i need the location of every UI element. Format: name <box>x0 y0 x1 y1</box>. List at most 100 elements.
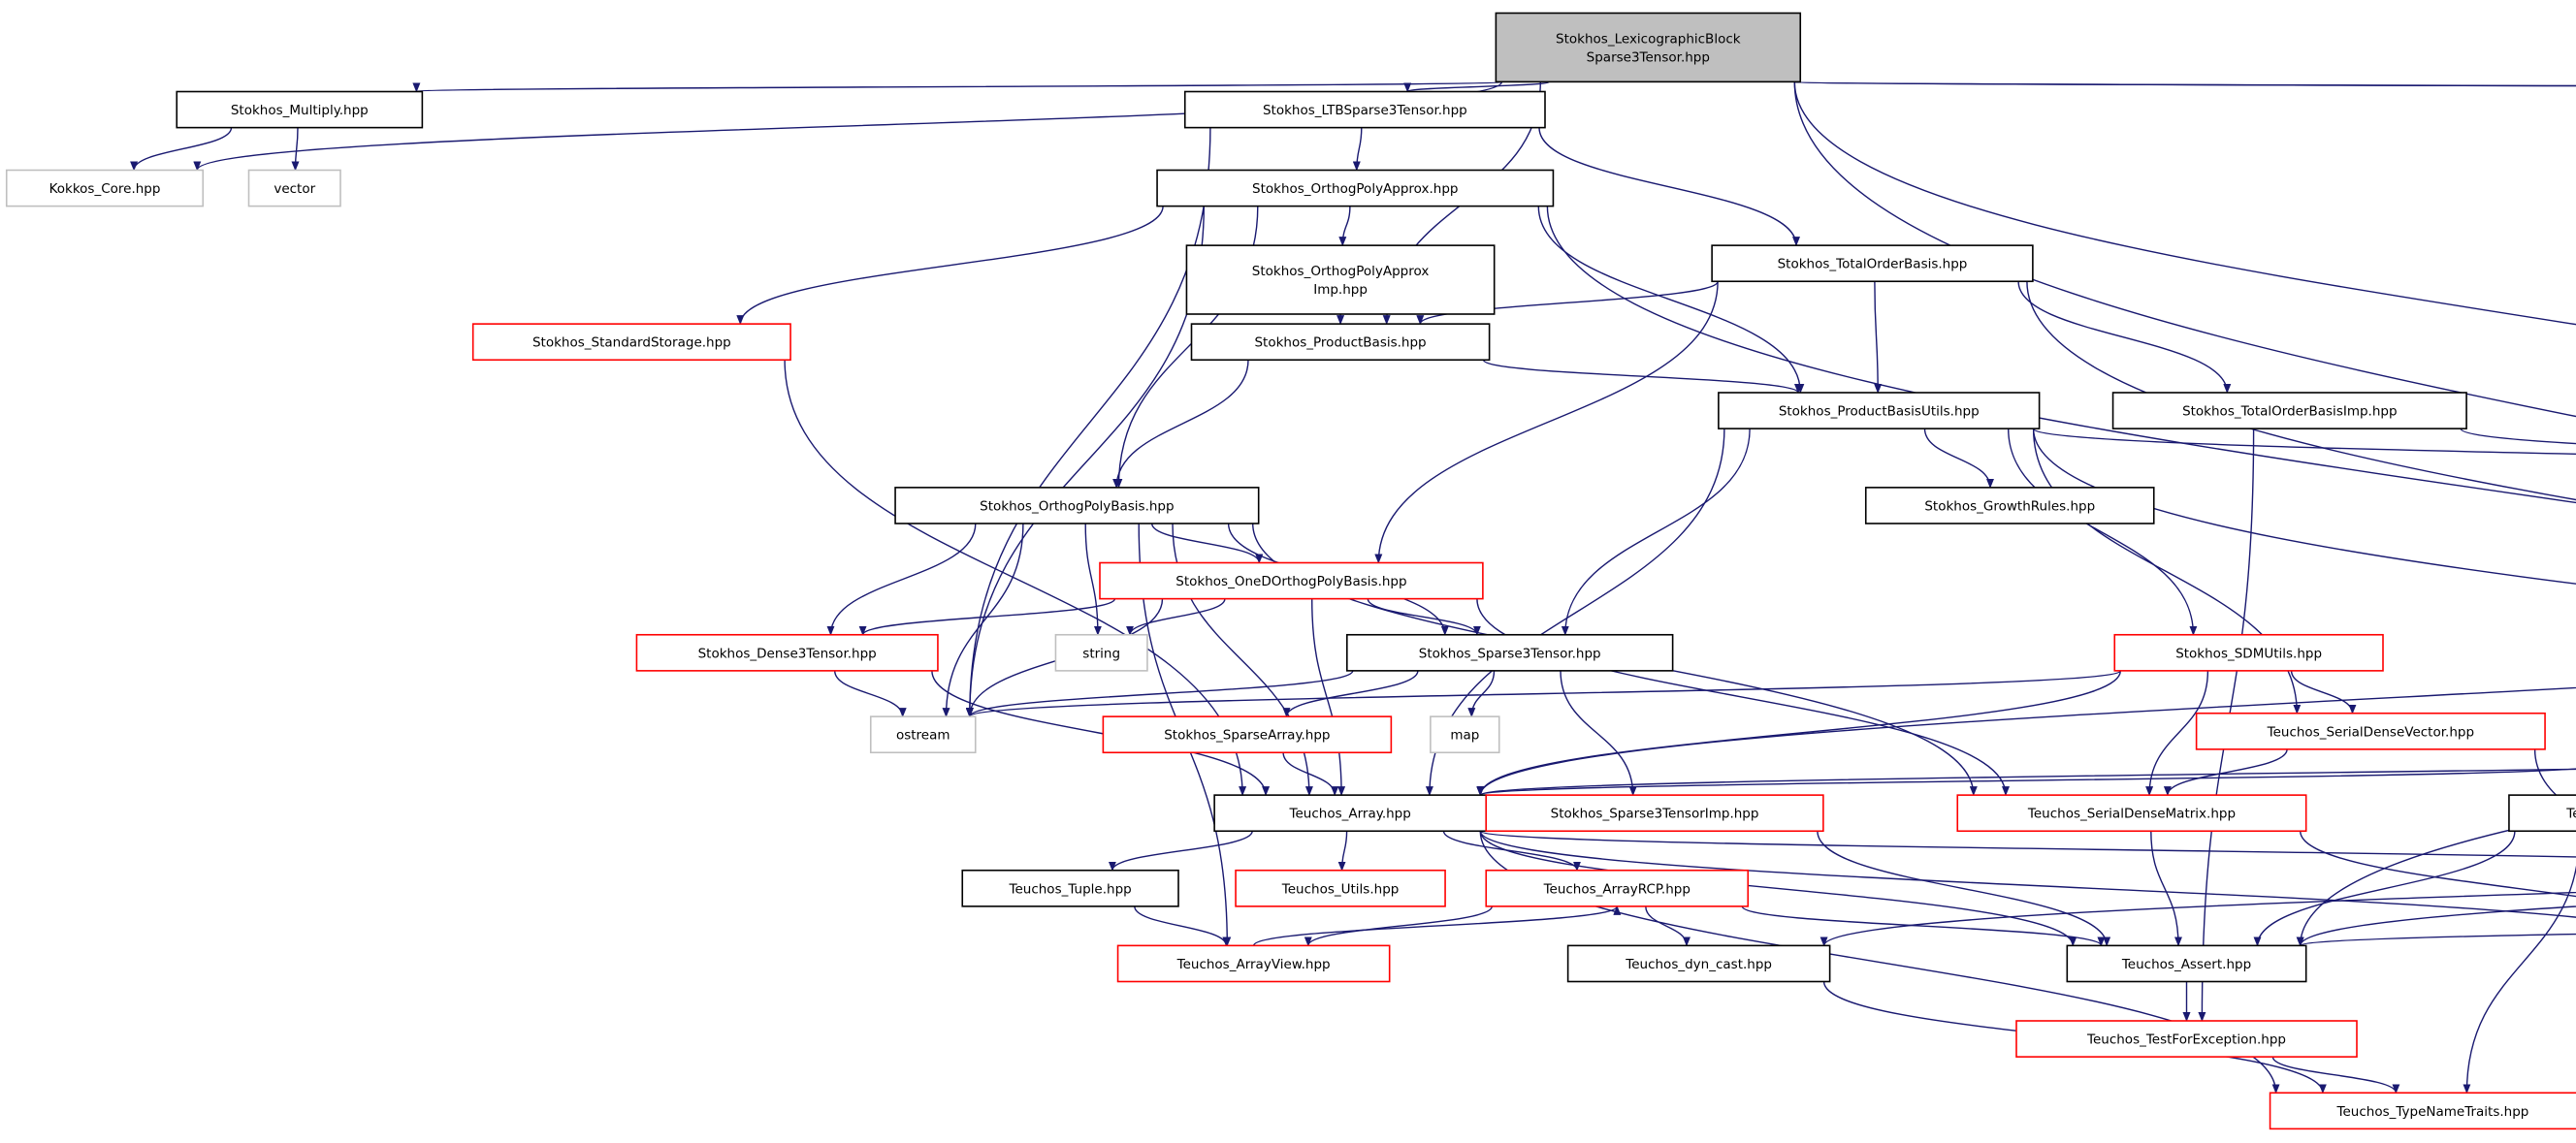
edge-sparse3-to-sparsearr <box>1282 670 1419 718</box>
edge-tob-to-oned <box>1374 281 1719 564</box>
edge-ltb-to-opa <box>1352 127 1363 172</box>
edge-rcp-to-assert <box>2296 905 2576 947</box>
edge-sdmutils-to-ostream <box>966 670 2121 718</box>
node-utils-label: Teuchos_Utils.hpp <box>1281 881 1400 897</box>
node-opaimp-label: Stokhos_OrthogPolyApprox <box>1252 264 1430 279</box>
node-oned[interactable]: Stokhos_OneDOrthogPolyBasis.hpp <box>1099 561 1484 600</box>
node-dense3[interactable]: Stokhos_Dense3Tensor.hpp <box>635 633 939 672</box>
edge-dense3-to-ostream <box>834 670 907 718</box>
node-array[interactable]: Teuchos_Array.hpp <box>1213 794 1488 833</box>
node-arrview-box <box>1116 944 1391 983</box>
edge-rcp-to-dyncast <box>1819 891 2576 947</box>
node-stdstor-label: Stokhos_StandardStorage.hpp <box>532 335 731 351</box>
node-kokkos[interactable]: Kokkos_Core.hpp <box>5 169 205 207</box>
node-sparsearr-box <box>1102 715 1393 754</box>
node-ostream-label: ostream <box>896 728 950 744</box>
edge-filtit-to-typename <box>2463 865 2576 1095</box>
node-opb[interactable]: Stokhos_OrthogPolyBasis.hpp <box>894 487 1260 524</box>
edge-multiply-to-kokkos <box>130 127 233 172</box>
node-tob[interactable]: Stokhos_TotalOrderBasis.hpp <box>1711 244 2034 283</box>
node-utils[interactable]: Teuchos_Utils.hpp <box>1235 869 1446 907</box>
edge-opa-to-opaimp <box>1338 206 1351 247</box>
node-multiply[interactable]: Stokhos_Multiply.hpp <box>176 90 424 129</box>
node-growth-label: Stokhos_GrowthRules.hpp <box>1924 498 2095 514</box>
edge-multiply-to-vector <box>291 127 300 172</box>
node-arcp[interactable]: Teuchos_ArrayRCP.hpp <box>1485 869 1750 907</box>
node-vector[interactable]: vector <box>247 169 341 207</box>
edge-tob-to-pbu <box>1874 281 1883 394</box>
node-sparse3[interactable]: Stokhos_Sparse3Tensor.hpp <box>1346 633 1674 672</box>
node-arcp-box <box>1485 869 1750 907</box>
edge-arcp-to-dyncast <box>1645 905 1690 947</box>
node-opaimp-box <box>1185 244 1496 315</box>
edge-tob-to-rcp <box>2026 281 2576 501</box>
edge-sparse3-to-map <box>1467 670 1496 718</box>
node-testforexc-box <box>2015 1020 2358 1058</box>
node-map[interactable]: map <box>1430 715 1500 754</box>
node-vector-box <box>247 169 341 207</box>
node-root-label: Sparse3Tensor.hpp <box>1587 49 1710 65</box>
node-opa-label: Stokhos_OrthogPolyApprox.hpp <box>1252 181 1459 197</box>
node-tobimp[interactable]: Stokhos_TotalOrderBasisImp.hpp <box>2111 392 2467 429</box>
edge-pbu-to-timemon <box>2032 428 2576 456</box>
edge-oned-to-dense3 <box>858 597 1116 636</box>
node-filtit[interactable]: Teuchos_FilteredIterator.hpp <box>2508 794 2576 833</box>
node-assert[interactable]: Teuchos_Assert.hpp <box>2066 944 2307 983</box>
node-sdmat[interactable]: Teuchos_SerialDenseMatrix.hpp <box>1956 794 2307 833</box>
edge-any-to-assert <box>2297 933 2576 947</box>
node-sdmutils[interactable]: Stokhos_SDMUtils.hpp <box>2113 633 2384 672</box>
node-multiply-label: Stokhos_Multiply.hpp <box>231 103 369 118</box>
node-arcp-label: Teuchos_ArrayRCP.hpp <box>1543 881 1690 897</box>
node-testforexc[interactable]: Teuchos_TestForException.hpp <box>2015 1020 2358 1058</box>
node-ostream[interactable]: ostream <box>869 715 977 754</box>
edge-oned-to-string <box>1126 598 1226 636</box>
node-ostream-box <box>869 715 977 754</box>
edge-root-to-multiply <box>414 80 1503 93</box>
node-sparse3-label: Stokhos_Sparse3Tensor.hpp <box>1419 646 1601 661</box>
node-sdvec[interactable]: Teuchos_SerialDenseVector.hpp <box>2195 712 2546 750</box>
edge-sdmutils-to-sdvec <box>2290 670 2357 714</box>
node-pbu[interactable]: Stokhos_ProductBasisUtils.hpp <box>1718 392 2041 429</box>
node-typename[interactable]: Teuchos_TypeNameTraits.hpp <box>2269 1092 2576 1130</box>
node-sdvec-label: Teuchos_SerialDenseVector.hpp <box>2267 724 2474 740</box>
edge-testforexc-to-typename <box>2271 1056 2400 1095</box>
node-sdmutils-box <box>2113 633 2384 672</box>
node-prodbasis[interactable]: Stokhos_ProductBasis.hpp <box>1190 323 1491 362</box>
edge-tob-to-tobimp <box>2017 281 2232 394</box>
edge-arcp-to-arrview <box>1304 905 1493 947</box>
node-vector-label: vector <box>274 181 315 197</box>
node-dense3-box <box>635 633 939 672</box>
node-ltb[interactable]: Stokhos_LTBSparse3Tensor.hpp <box>1183 90 1546 129</box>
node-pbu-box <box>1718 392 2041 429</box>
edge-oned-to-sdmat <box>1476 598 2010 797</box>
edge-root-to-fstream <box>1793 80 2576 87</box>
node-stdstor[interactable]: Stokhos_StandardStorage.hpp <box>471 323 791 362</box>
edge-sdmat-to-assert <box>2150 831 2182 947</box>
node-tuple[interactable]: Teuchos_Tuple.hpp <box>961 869 1179 907</box>
node-assert-box <box>2066 944 2307 983</box>
node-sparse3imp[interactable]: Stokhos_Sparse3TensorImp.hpp <box>1485 794 1824 833</box>
edge-ltb-to-ostream <box>965 127 1211 718</box>
node-dyncast[interactable]: Teuchos_dyn_cast.hpp <box>1566 944 1831 983</box>
node-typename-label: Teuchos_TypeNameTraits.hpp <box>2336 1104 2529 1120</box>
node-string[interactable]: string <box>1054 633 1148 672</box>
node-dense3-label: Stokhos_Dense3Tensor.hpp <box>698 646 877 661</box>
node-prodbasis-label: Stokhos_ProductBasis.hpp <box>1254 335 1426 351</box>
node-sparsearr[interactable]: Stokhos_SparseArray.hpp <box>1102 715 1393 754</box>
node-growth[interactable]: Stokhos_GrowthRules.hpp <box>1864 487 2155 524</box>
edge-pev-to-array <box>1476 768 2576 797</box>
node-arrview[interactable]: Teuchos_ArrayView.hpp <box>1116 944 1391 983</box>
edge-plist-to-array <box>1476 686 2576 797</box>
node-typename-box <box>2269 1092 2576 1130</box>
edge-array-to-config <box>1479 831 2576 918</box>
edge-pbu-to-sdmutils <box>2008 429 2198 636</box>
node-root-box <box>1495 12 1802 83</box>
node-dyncast-box <box>1566 944 1831 983</box>
node-opa[interactable]: Stokhos_OrthogPolyApprox.hpp <box>1156 169 1555 207</box>
node-filtit-box <box>2508 794 2576 833</box>
edge-tuple-to-arrview <box>1134 905 1231 947</box>
node-map-box <box>1430 715 1500 754</box>
node-root[interactable]: Stokhos_LexicographicBlockSparse3Tensor.… <box>1495 12 1802 83</box>
edge-plist-to-assert <box>2296 814 2576 947</box>
